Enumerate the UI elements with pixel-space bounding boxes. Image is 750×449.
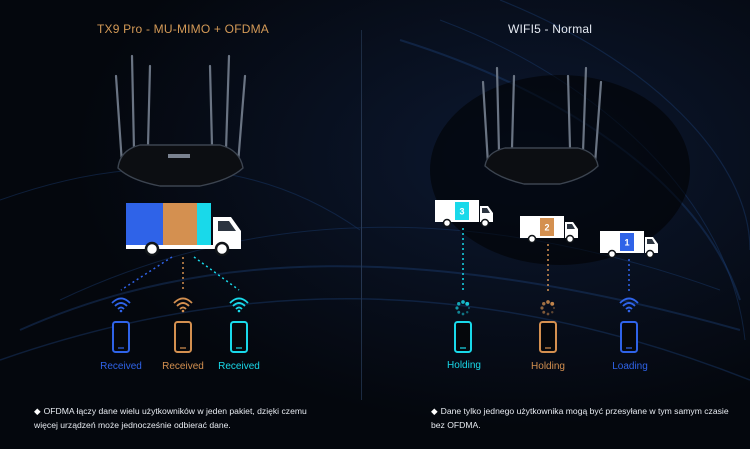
right-trucks: 3 2 1 [435, 200, 658, 259]
left-devices [111, 297, 249, 353]
truck-cargo-segment [455, 202, 469, 220]
wifi-icon [111, 297, 131, 313]
left-router-icon [114, 54, 247, 187]
truck-cargo-segment [197, 203, 211, 247]
left-note: ◆OFDMA łączy dane wielu użytkowników w j… [34, 404, 324, 432]
truck-cargo-segment [620, 233, 634, 251]
truck-icon: 2 [520, 216, 578, 244]
truck-cargo-segment [126, 203, 163, 247]
truck-chassis [126, 245, 241, 249]
wifi-icon [173, 297, 193, 313]
left-device-label-1: Received [100, 361, 142, 372]
right-note-text: Dane tylko jednego użytkownika mogą być … [431, 406, 729, 430]
left-note-text: OFDMA łączy dane wielu użytkowników w je… [34, 406, 307, 430]
left-device-label-2: Received [162, 361, 204, 372]
truck-cargo-segment [540, 218, 554, 236]
left-signal-lines [120, 256, 240, 291]
truck-window [218, 221, 236, 231]
truck-wheel [442, 218, 452, 228]
left-panel-title: TX9 Pro - MU-MIMO + OFDMA [97, 22, 270, 36]
right-router-icon [481, 66, 603, 185]
truck-cargo-segment [163, 203, 197, 247]
panel-divider [361, 30, 362, 400]
smartphone-icon [620, 321, 638, 353]
signal-line [120, 256, 173, 291]
truck-wheel [607, 249, 617, 259]
bullet-icon: ◆ [34, 406, 41, 416]
left-device-label-3: Received [218, 361, 260, 372]
truck-icon: 3 [435, 200, 493, 228]
right-devices [454, 297, 639, 353]
loading-spinner-icon [455, 300, 471, 316]
wifi-icon [619, 297, 639, 313]
truck-icon: 1 [600, 231, 658, 259]
truck-number: 1 [624, 238, 629, 248]
truck-number: 2 [544, 223, 549, 233]
smartphone-icon [539, 321, 557, 353]
right-note: ◆Dane tylko jednego użytkownika mogą być… [431, 404, 731, 432]
right-device-label-3: Loading [612, 361, 648, 372]
loading-spinner-icon [540, 300, 556, 316]
smartphone-icon [112, 321, 130, 353]
bullet-icon: ◆ [431, 406, 438, 416]
right-device-label-1: Holding [447, 360, 481, 371]
right-signal-lines [462, 228, 630, 293]
wifi-icon [229, 297, 249, 313]
smartphone-icon [454, 321, 472, 353]
truck-wheel [565, 234, 575, 244]
truck-number: 3 [459, 207, 464, 217]
right-device-label-2: Holding [531, 361, 565, 372]
signal-line [193, 256, 240, 291]
truck-wheel [144, 241, 160, 257]
smartphone-icon [174, 321, 192, 353]
truck-wheel [480, 218, 490, 228]
truck-wheel [645, 249, 655, 259]
truck-wheel [214, 241, 230, 257]
smartphone-icon [230, 321, 248, 353]
ofdma-truck-icon [126, 203, 241, 257]
right-panel-title: WIFI5 - Normal [508, 22, 593, 36]
truck-wheel [527, 234, 537, 244]
